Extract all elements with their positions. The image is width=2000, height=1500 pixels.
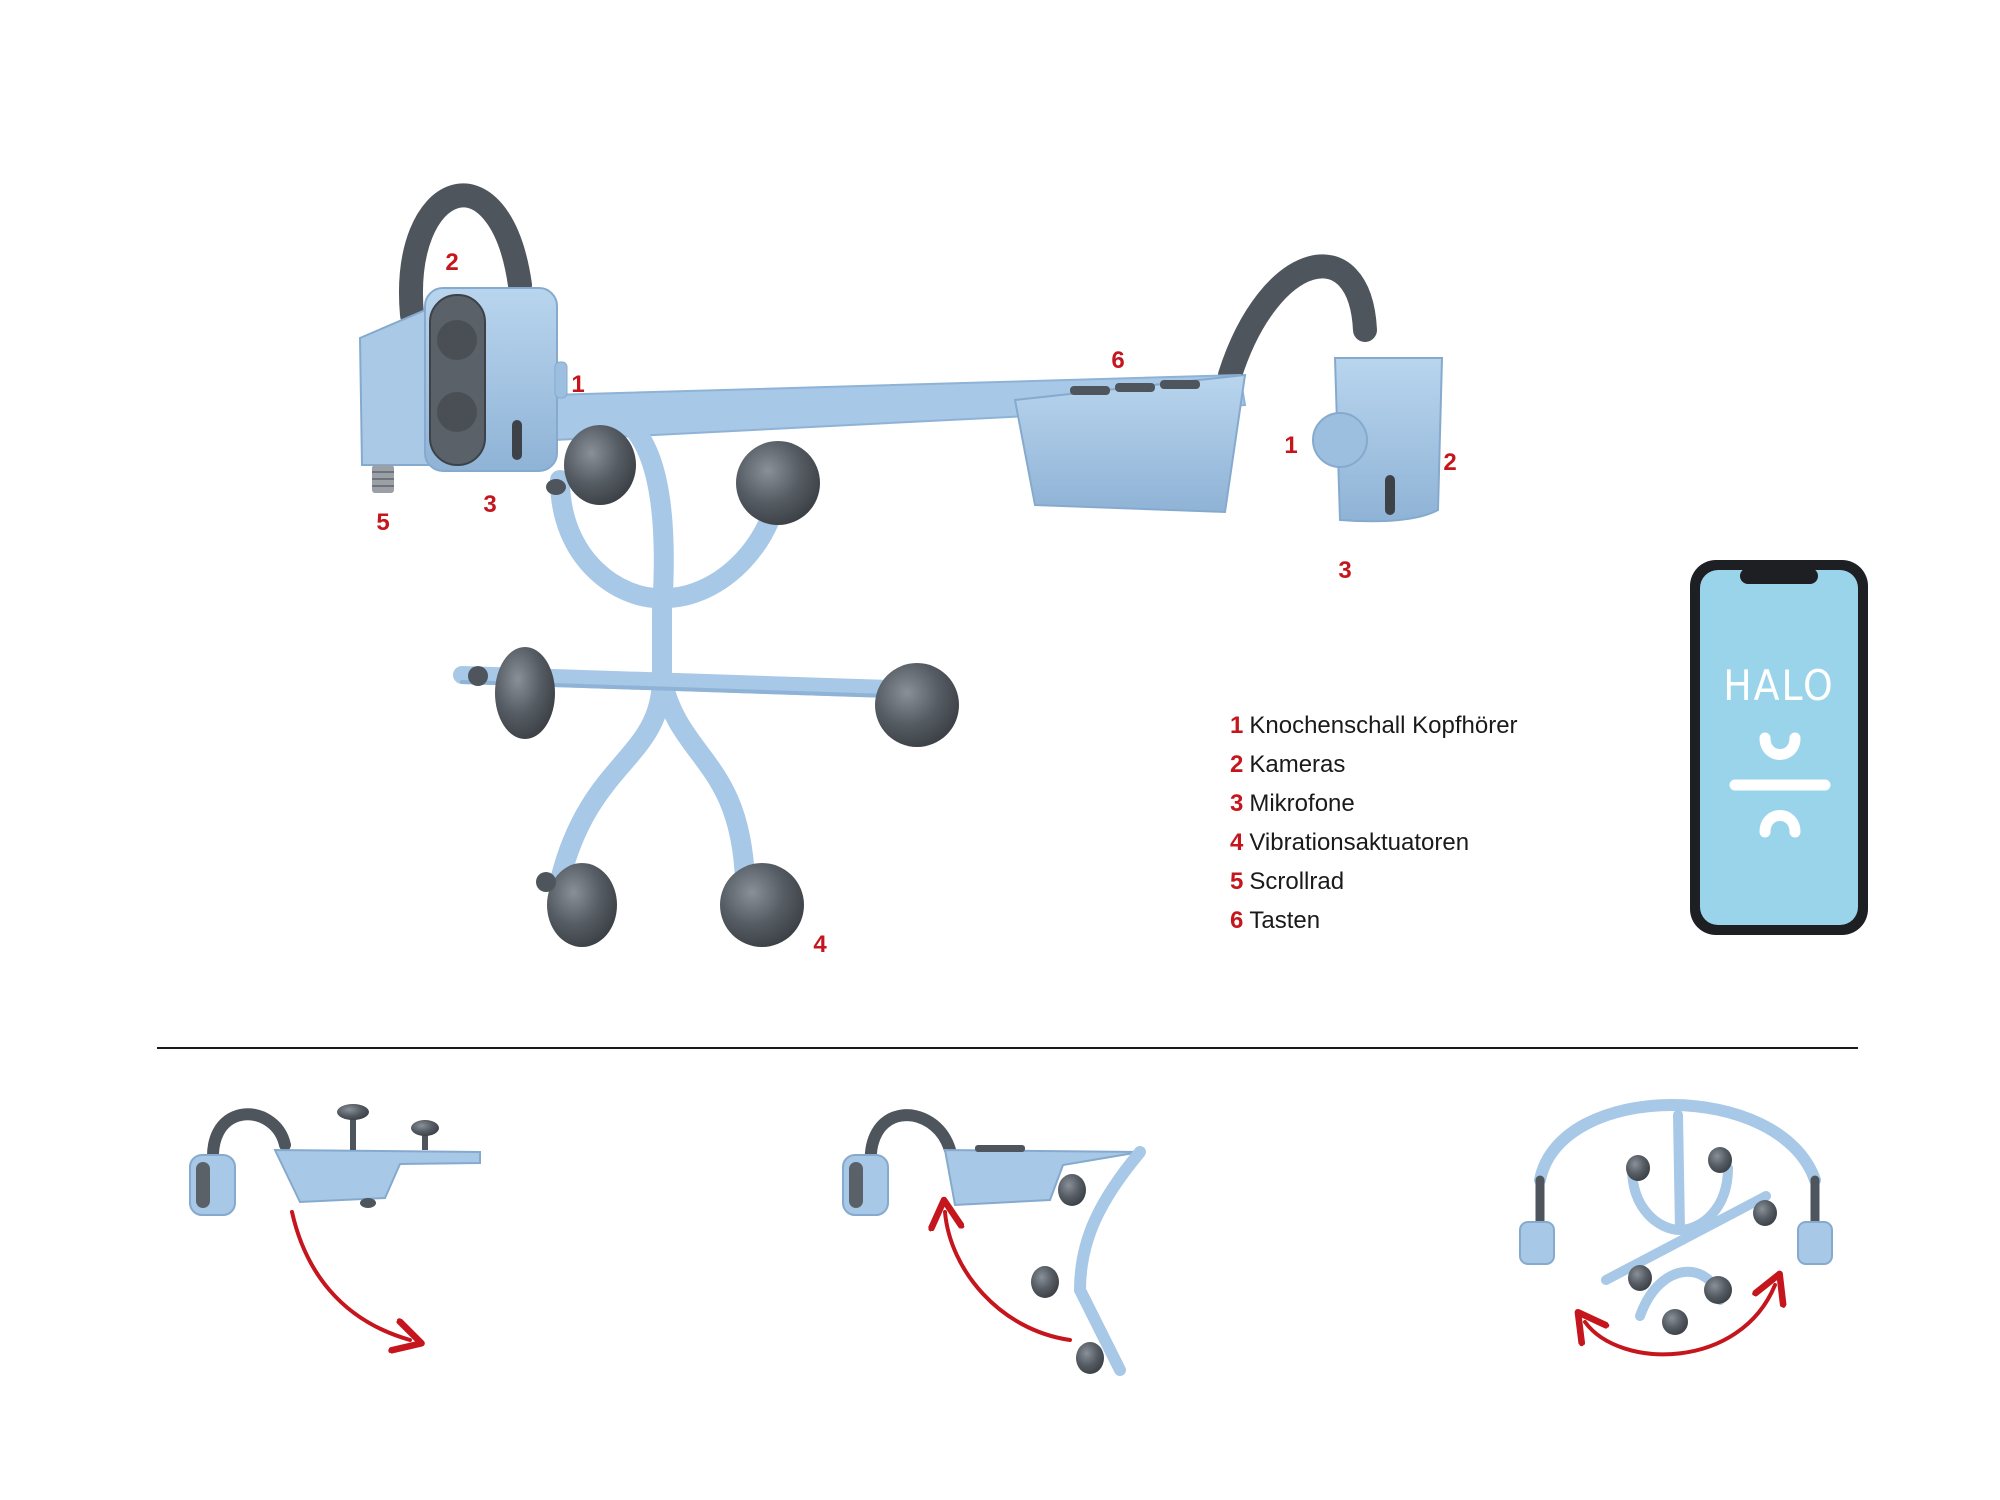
vibration-actuators xyxy=(468,425,959,947)
actuator-knob xyxy=(875,663,959,747)
halo-logo-icon xyxy=(1729,732,1831,838)
control-buttons xyxy=(1070,380,1200,395)
legend-label: Vibrationsaktuatoren xyxy=(1249,829,1470,856)
fold-step-1 xyxy=(189,1104,481,1340)
fold-step-3 xyxy=(1519,1099,1833,1357)
actuator-knob xyxy=(495,647,555,739)
callouts: 2 1 3 5 6 1 2 3 4 xyxy=(376,249,1456,958)
right-ear-module xyxy=(1333,357,1444,523)
control-box xyxy=(1013,373,1247,514)
callout-left-mic: 3 xyxy=(483,491,496,518)
legend-number: 6 xyxy=(1230,907,1244,934)
callout-left-camera: 2 xyxy=(445,249,458,276)
actuator-knob xyxy=(564,425,636,505)
curved-arrow-up-left xyxy=(945,1212,1072,1342)
callout-actuators: 4 xyxy=(813,931,827,958)
curved-arrow-down-right xyxy=(290,1210,410,1340)
left-mic-slot xyxy=(512,420,522,460)
callout-scroll-wheel: 5 xyxy=(376,509,389,536)
legend-number: 3 xyxy=(1230,790,1244,817)
actuator-knob xyxy=(547,863,617,947)
curved-arrow-double xyxy=(1585,1285,1775,1357)
legend-number: 5 xyxy=(1230,868,1244,895)
left-ear-hook xyxy=(399,183,532,327)
phone-notch xyxy=(1740,568,1818,584)
smartphone: HALO xyxy=(1690,560,1868,935)
callout-buttons: 6 xyxy=(1111,347,1124,374)
legend-label: Scrollrad xyxy=(1249,868,1345,895)
right-speaker-button xyxy=(1312,412,1368,468)
callout-right-headphone: 1 xyxy=(1284,432,1297,459)
left-side-plate xyxy=(358,306,431,466)
fold-step-2 xyxy=(842,1109,1146,1376)
legend-label: Knochenschall Kopfhörer xyxy=(1249,712,1518,739)
right-mic-slot xyxy=(1385,475,1395,515)
callout-left-headphone: 1 xyxy=(571,371,584,398)
phone-screen xyxy=(1700,570,1858,925)
scroll-wheel xyxy=(372,465,394,493)
legend-number: 4 xyxy=(1230,829,1244,856)
phone-app-name: HALO xyxy=(1723,661,1835,710)
left-side-button xyxy=(554,361,568,399)
main-device: 2 1 3 5 6 1 2 3 4 xyxy=(358,183,1457,958)
legend-number: 1 xyxy=(1230,712,1244,739)
actuator-knob xyxy=(736,441,820,525)
legend-label: Tasten xyxy=(1249,907,1321,934)
legend-number: 2 xyxy=(1230,751,1244,778)
legend-label: Kameras xyxy=(1249,751,1346,778)
callout-right-camera: 2 xyxy=(1443,449,1456,476)
actuator-knob xyxy=(720,863,804,947)
right-ear-hook xyxy=(1218,254,1377,387)
legend-label: Mikrofone xyxy=(1249,790,1355,817)
callout-right-mic: 3 xyxy=(1338,557,1351,584)
